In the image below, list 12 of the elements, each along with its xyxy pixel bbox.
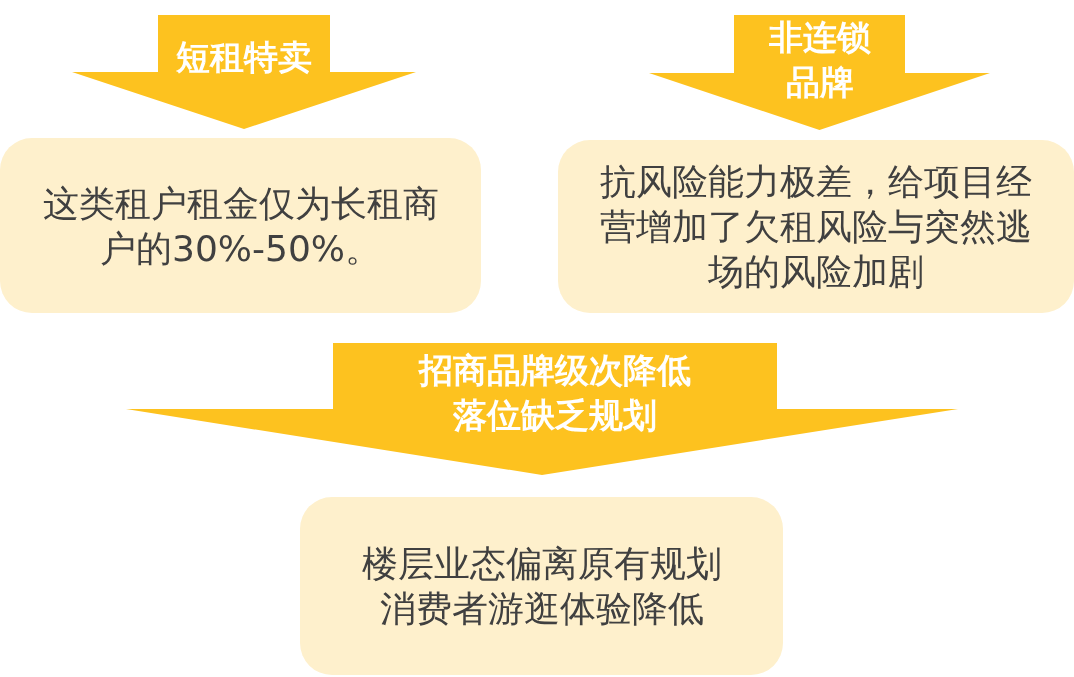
text-card [300,497,783,675]
card-text: 抗风险能力极差，给项目经营增加了欠租风险与突然逃场的风险加剧 [599,160,1033,294]
arrow-label: 招商品牌级次降低落位缺乏规划 [417,349,692,437]
arrow-label: 短租特卖 [175,35,313,79]
text-card [0,138,481,313]
down-arrow-banner [126,343,958,475]
arrow-label: 非连锁品牌 [767,16,872,104]
text-card [558,140,1074,313]
card-text: 楼层业态偏离原有规划消费者游逛体验降低 [360,542,723,631]
card-text: 这类租户租金仅为长租商户的30%-50%。 [41,181,440,271]
down-arrow-banner [649,15,990,130]
down-arrow-banner [72,15,416,129]
